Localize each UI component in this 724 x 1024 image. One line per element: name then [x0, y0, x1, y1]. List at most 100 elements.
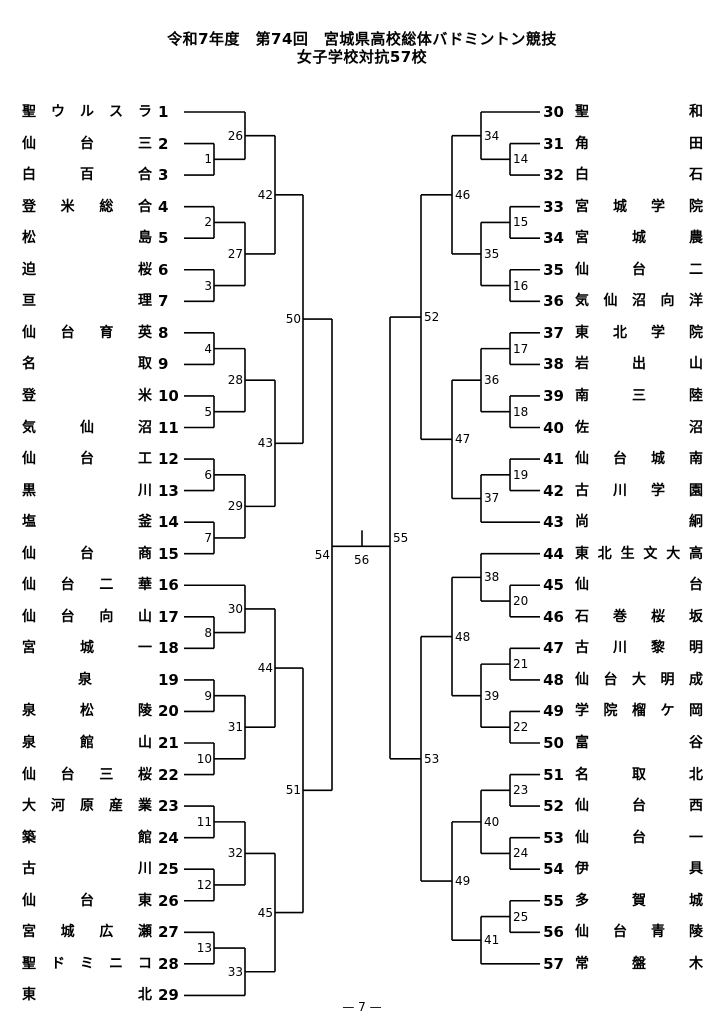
team-seed-number: 56: [543, 923, 564, 942]
match-number: 1: [204, 152, 212, 167]
team-name: 仙台東: [22, 892, 152, 909]
team-name: 黒川: [22, 482, 152, 499]
team-seed-number: 21: [158, 734, 179, 752]
team-seed-number: 16: [158, 576, 179, 595]
team-name: 宮城広瀬: [22, 924, 152, 941]
team-seed-number: 47: [543, 639, 564, 658]
team-seed-number: 29: [158, 986, 179, 1005]
team-name: 学院榴ケ岡: [575, 703, 703, 720]
team-name: 仙台: [575, 577, 703, 594]
match-number: 19: [513, 467, 529, 482]
team-seed-number: 15: [158, 544, 179, 563]
team-seed-number: 50: [543, 734, 564, 752]
team-seed-number: 14: [158, 513, 179, 532]
team-name: 登米: [22, 387, 152, 404]
team-name: 聖ドミニコ: [22, 955, 152, 972]
match-number: 8: [204, 625, 212, 640]
match-number: 28: [227, 373, 243, 388]
team-name: 岩出山: [575, 356, 703, 373]
team-seed-number: 46: [543, 607, 564, 626]
match-number: 26: [227, 128, 243, 143]
team-seed-number: 8: [158, 323, 169, 342]
team-name: 泉館山: [22, 735, 152, 751]
match-number: 29: [227, 499, 243, 514]
team-name: 名取北: [575, 766, 703, 783]
team-seed-number: 55: [543, 891, 564, 910]
team-seed-number: 51: [543, 765, 564, 784]
match-number: 25: [513, 909, 529, 924]
team-name: 宮城学院: [575, 198, 703, 215]
team-seed-number: 2: [158, 134, 169, 153]
team-seed-number: 34: [543, 229, 564, 248]
team-seed-number: 49: [543, 702, 564, 721]
match-number: 49: [455, 874, 471, 889]
team-name: 伊具: [575, 861, 703, 878]
team-name: 仙台三桜: [22, 766, 152, 783]
team-name: 松島: [22, 230, 152, 247]
team-name: 仙台工: [22, 451, 152, 468]
team-name: 角田: [575, 135, 703, 152]
match-number: 52: [424, 310, 440, 325]
team-name: 仙台一: [575, 829, 703, 846]
team-seed-number: 36: [543, 292, 564, 311]
team-seed-number: 37: [543, 323, 564, 342]
match-number: 20: [513, 594, 529, 609]
team-name: 古川学園: [575, 482, 703, 499]
team-seed-number: 43: [543, 513, 564, 532]
team-name: 東北: [22, 987, 152, 1004]
page-number: — 7 —: [342, 1000, 382, 1014]
team-name: 南三陸: [575, 387, 703, 404]
match-number: 50: [285, 312, 301, 327]
team-name: 常盤木: [575, 955, 703, 972]
match-number: 41: [484, 933, 500, 948]
team-name: 名取: [22, 356, 152, 373]
team-name: 築館: [22, 829, 152, 846]
team-seed-number: 27: [158, 923, 179, 942]
team-seed-number: 9: [158, 355, 169, 374]
team-name: 仙台西: [575, 798, 703, 815]
match-number: 46: [455, 187, 471, 202]
team-name: 亘理: [22, 293, 152, 310]
team-name: 佐沼: [575, 419, 703, 436]
team-name: 仙台向山: [22, 608, 152, 625]
team-name: 仙台育英: [22, 324, 152, 341]
match-number: 30: [227, 601, 243, 616]
team-name: 仙台三: [22, 135, 152, 152]
match-number: 53: [424, 751, 440, 766]
match-number: 42: [257, 187, 273, 202]
match-number: 43: [257, 436, 273, 451]
match-number: 16: [513, 278, 529, 293]
team-seed-number: 23: [158, 797, 179, 816]
match-number: 13: [196, 941, 212, 956]
match-number: 35: [484, 246, 500, 261]
team-name: 大河原産業: [22, 798, 152, 815]
team-seed-number: 26: [158, 891, 179, 910]
team-name: 多賀城: [575, 892, 703, 909]
match-number: 48: [455, 629, 471, 644]
team-name: 仙台城南: [575, 451, 703, 468]
match-number: 24: [513, 846, 529, 861]
team-name: 尚絅: [575, 514, 703, 531]
match-number: 31: [227, 720, 243, 735]
team-name: 富谷: [575, 735, 703, 751]
team-seed-number: 44: [543, 544, 564, 563]
team-seed-number: 57: [543, 954, 564, 973]
team-name: 古川: [22, 861, 152, 878]
team-seed-number: 53: [543, 828, 564, 847]
team-seed-number: 11: [158, 418, 179, 437]
match-number: 7: [204, 530, 212, 545]
team-seed-number: 40: [543, 418, 564, 437]
team-seed-number: 28: [158, 954, 179, 973]
team-seed-number: 41: [543, 450, 564, 469]
match-number: 33: [227, 964, 243, 979]
team-seed-number: 5: [158, 229, 169, 248]
match-number: 23: [513, 783, 529, 798]
match-number: 40: [484, 814, 500, 829]
team-name: 宮城農: [575, 230, 703, 247]
team-seed-number: 7: [158, 292, 169, 311]
team-seed-number: 48: [543, 670, 564, 689]
match-number: 39: [484, 688, 500, 703]
team-name: 泉松陵: [22, 703, 152, 720]
team-seed-number: 10: [158, 386, 179, 405]
team-name: 宮城一: [22, 640, 152, 657]
